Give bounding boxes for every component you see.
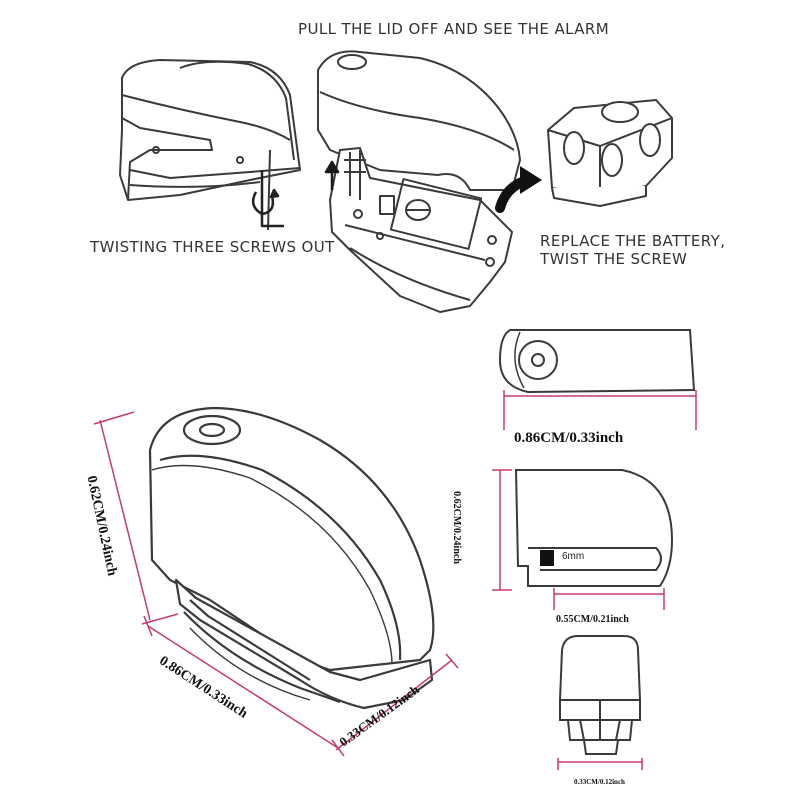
hex-key-icon: [251, 170, 284, 228]
front-view-illustration: [557, 635, 643, 770]
side-view-height-label: 0.62CM/0.24inch: [450, 491, 462, 564]
slot-size-label: 6mm: [562, 551, 585, 562]
lift-arrow-icon: [324, 160, 340, 190]
battery-module-illustration: [547, 99, 673, 207]
lock-open-lid-illustration: [317, 50, 521, 313]
slot-marker: [540, 550, 554, 566]
front-view-width-label: 0.33CM/0.12inch: [574, 778, 625, 786]
curved-arrow-icon: [495, 166, 542, 213]
step-battery-caption-line1: REPLACE THE BATTERY,: [540, 232, 726, 250]
step-lid-caption: PULL THE LID OFF AND SEE THE ALARM: [298, 20, 610, 38]
top-view-length-label: 0.86CM/0.33inch: [514, 430, 624, 446]
main-dimension-lines: [93, 411, 459, 757]
side-view-illustration: [492, 469, 674, 610]
top-view-illustration: [498, 329, 697, 430]
main-lock-illustration: [148, 406, 435, 710]
step-battery-caption-line2: TWIST THE SCREW: [540, 250, 688, 268]
side-view-slot-label: 0.55CM/0.21inch: [556, 614, 629, 625]
lock-screw-removal-illustration: [119, 59, 301, 231]
step-screws-caption: TWISTING THREE SCREWS OUT: [90, 238, 335, 256]
